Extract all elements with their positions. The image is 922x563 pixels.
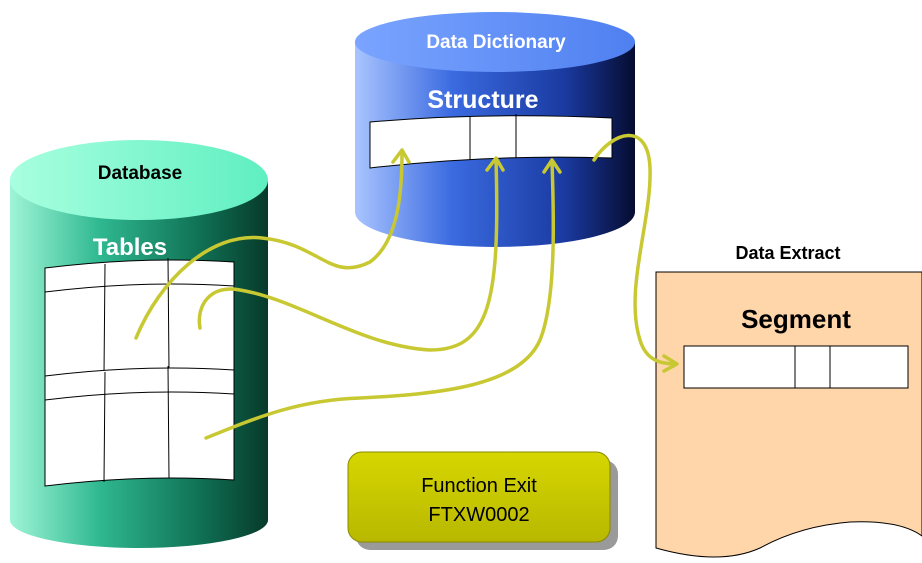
data-extract-label: Data Extract	[735, 243, 840, 263]
data-dictionary-cylinder: Data Dictionary Structure	[355, 12, 635, 247]
connector-table1-col3-to-structure-field2	[197, 158, 499, 352]
function-exit-box: Function Exit FTXW0002	[347, 451, 618, 550]
data-dictionary-top	[355, 12, 635, 72]
function-exit-line2: FTXW0002	[428, 504, 529, 526]
structure-fields	[369, 114, 613, 169]
database-cylinder: Database Tables	[10, 140, 268, 548]
function-exit-line1: Function Exit	[421, 475, 537, 497]
arrowhead-structure-field2	[485, 156, 505, 172]
table-2	[44, 365, 235, 487]
tables-label: Tables	[93, 234, 167, 261]
database-top	[10, 140, 268, 220]
connector-table2-col3-to-structure-field3	[204, 160, 556, 440]
structure-label: Structure	[427, 86, 538, 114]
arrowhead-structure-field1	[391, 148, 411, 164]
data-extract-page	[655, 271, 922, 558]
arrowheads	[391, 148, 679, 373]
data-extract-document: Data Extract Segment	[655, 243, 922, 558]
connector-structure-field4-to-segment	[592, 133, 678, 366]
arrowhead-segment	[662, 354, 679, 373]
database-label: Database	[98, 163, 183, 184]
segment-label: Segment	[741, 304, 851, 334]
connectors	[134, 133, 678, 440]
data-dictionary-label: Data Dictionary	[426, 32, 566, 53]
connector-table1-col1-to-structure-field1	[134, 150, 404, 340]
table-1	[44, 257, 235, 379]
segment-fields	[683, 345, 909, 389]
arrowhead-structure-field3	[542, 158, 562, 174]
